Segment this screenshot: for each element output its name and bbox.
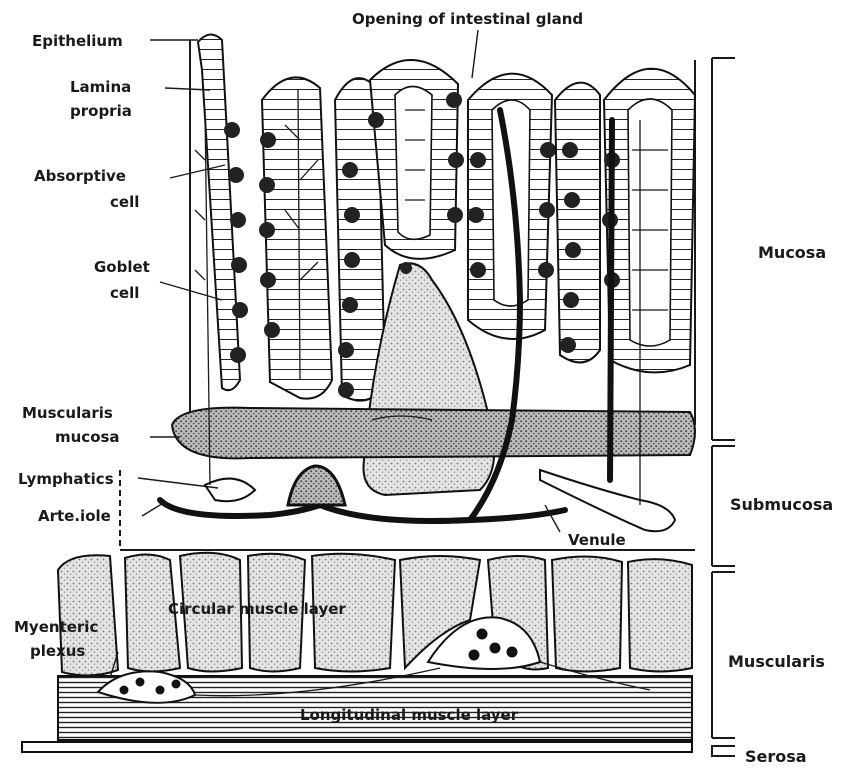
circular-muscle-block [552, 556, 622, 671]
label-myenteric-plexus-line1: Myenteric [14, 618, 98, 636]
label-mucosa: Mucosa [758, 243, 826, 262]
villus [602, 69, 695, 373]
label-arteriole: Arte.iole [38, 507, 111, 525]
villus [259, 77, 332, 398]
label-epithelium: Epithelium [32, 32, 123, 50]
villus [198, 34, 248, 390]
serosa-band [22, 742, 692, 752]
label-myenteric-plexus-line2: plexus [30, 642, 85, 660]
label-muscularis-mucosa-line2: mucosa [55, 428, 120, 446]
label-circular-muscle-layer: Circular muscle layer [168, 600, 346, 618]
label-lymphatics: Lymphatics [18, 470, 114, 488]
label-venule: Venule [568, 531, 626, 549]
label-lamina-propria-line1: Lamina [70, 78, 131, 96]
label-opening-of-intestinal-gland: Opening of intestinal gland [352, 10, 583, 28]
label-submucosa: Submucosa [730, 495, 833, 514]
label-goblet-cell-line2: cell [110, 284, 139, 302]
villus [555, 83, 600, 363]
intestinal-gland [368, 60, 464, 259]
serosa-bracket [712, 746, 735, 756]
label-serosa: Serosa [745, 747, 807, 766]
lymphatic-vessel [288, 466, 345, 505]
arteriole-vessel [160, 500, 565, 521]
label-goblet-cell-line1: Goblet [94, 258, 150, 276]
label-lamina-propria-line2: propria [70, 102, 132, 120]
label-muscularis-mucosa-line1: Muscularis [22, 404, 113, 422]
label-absorptive-cell-line1: Absorptive [34, 167, 126, 185]
muscularis-mucosa-band [172, 408, 695, 459]
mucosa-bracket [712, 58, 735, 440]
label-absorptive-cell-line2: cell [110, 193, 139, 211]
label-longitudinal-muscle-layer: Longitudinal muscle layer [300, 706, 519, 724]
label-muscularis: Muscularis [728, 652, 825, 671]
circular-muscle-block [628, 559, 692, 671]
